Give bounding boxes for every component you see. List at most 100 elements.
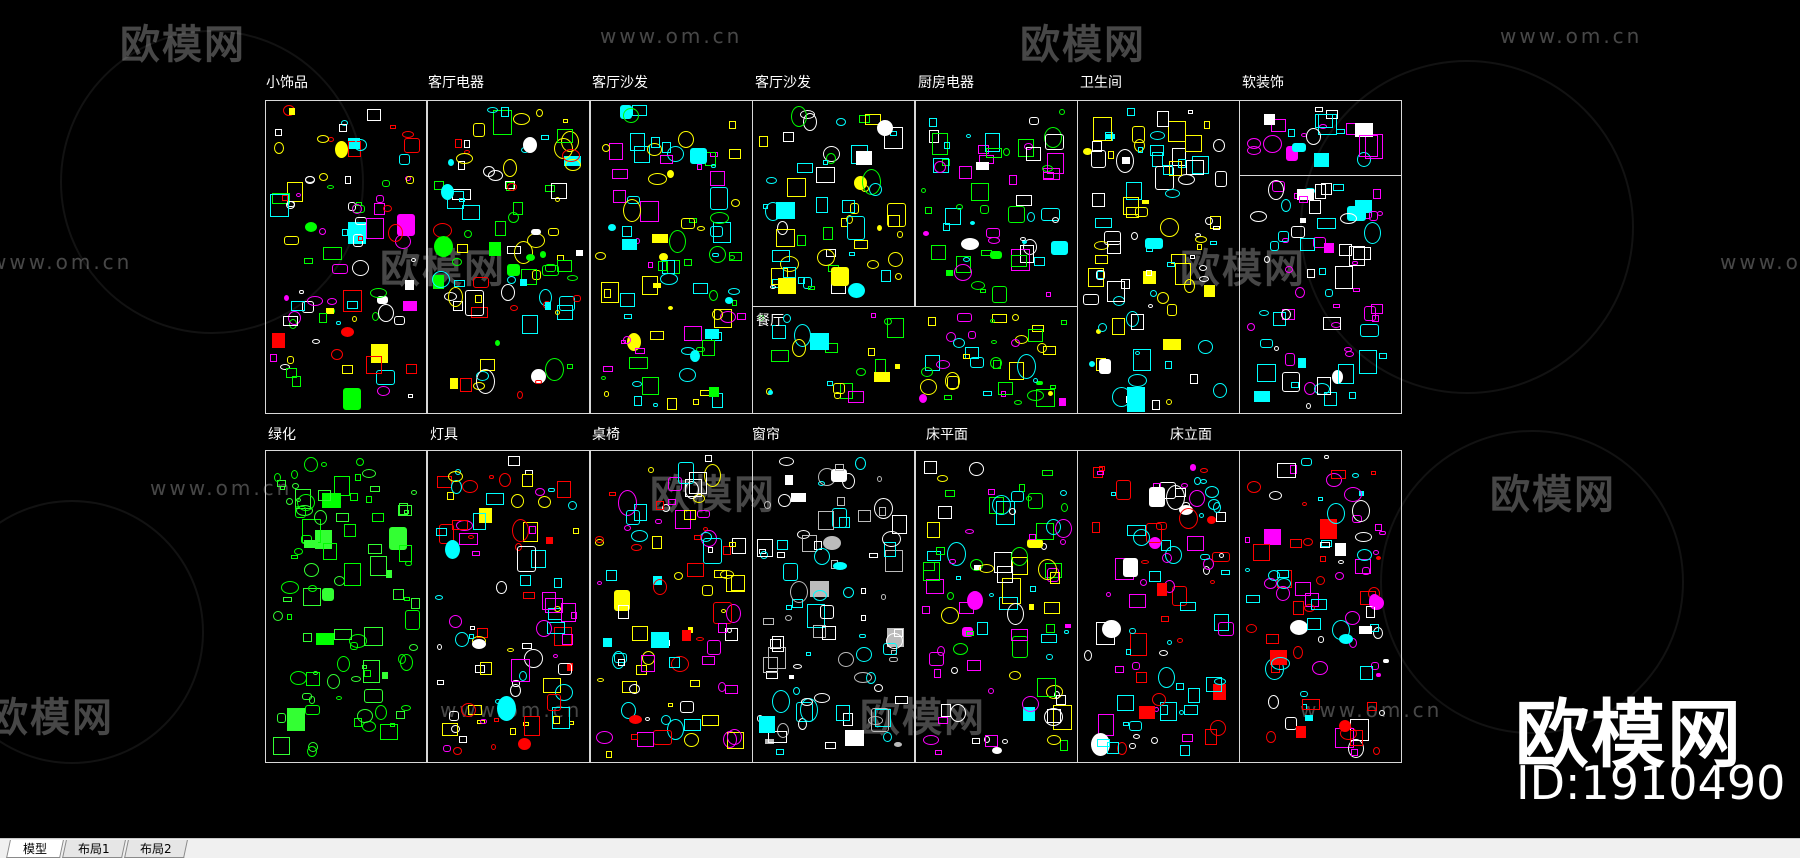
cad-block-icon [1060,490,1067,496]
cad-block-icon [783,267,796,278]
cad-block-icon [462,205,480,220]
cad-block-icon [825,742,836,749]
cad-block-icon [289,108,295,115]
cad-block-icon [1364,222,1381,244]
cad-block-icon [282,195,288,201]
cad-block-icon [517,546,536,572]
cad-block-icon [983,391,992,396]
cad-block-icon [1041,208,1060,221]
cad-block-icon [364,670,371,677]
cad-block-icon [323,247,342,260]
cad-block-icon [843,587,854,598]
cad-block-icon [977,622,988,635]
cad-block-icon [713,602,732,624]
cad-block-icon [884,127,903,149]
cad-block-icon [1333,304,1340,308]
panel-curtains[interactable] [752,450,915,763]
cad-block-icon [283,597,292,602]
cad-block-icon [304,563,319,577]
cad-block-icon [967,660,981,671]
cad-block-icon [651,632,669,648]
panel-decor[interactable] [265,100,427,414]
panel-greenery[interactable] [265,450,427,763]
cad-block-icon [792,339,806,357]
cad-block-icon [443,745,451,752]
cad-block-icon [1254,391,1270,402]
tab-model[interactable]: 模型 [6,840,64,858]
cad-block-icon [797,235,806,246]
cad-block-icon [507,264,520,276]
panel-bed-plan[interactable] [915,450,1078,763]
cad-block-icon [1335,572,1344,580]
cad-block-icon [1213,383,1227,398]
cad-block-icon [297,494,315,511]
cad-block-icon [1281,199,1291,212]
cad-block-icon [1371,471,1376,475]
cad-block-icon [848,391,864,403]
panel-dining[interactable] [752,306,1078,414]
cad-block-icon [554,627,572,646]
cad-block-icon [1268,695,1279,709]
cad-block-icon [411,258,416,262]
cad-block-icon [1305,715,1313,721]
cad-block-icon [493,110,512,135]
cad-block-icon [697,226,705,231]
panel-soft-furnishing-top[interactable] [1239,100,1402,176]
cad-block-icon [344,524,356,537]
cad-block-icon [1099,466,1105,471]
cad-block-icon [693,399,699,405]
cad-block-icon [597,678,604,682]
section-label-bathroom: 卫生间 [1080,75,1122,91]
cad-block-icon [712,309,723,320]
cad-block-icon [468,535,474,539]
panel-kitchen-appliances[interactable] [915,100,1078,307]
panel-soft-furnishing[interactable] [1239,175,1402,414]
cad-block-icon [1116,480,1131,500]
cad-block-icon [623,108,639,123]
cad-block-icon [1355,123,1373,137]
cad-block-icon [1003,148,1010,156]
cad-block-icon [631,530,648,542]
cad-block-icon [1339,244,1352,256]
cad-block-icon [1264,256,1270,263]
cad-block-icon [377,386,390,396]
cad-block-icon [376,370,395,385]
cad-block-icon [818,511,834,530]
cad-block-icon [1268,180,1284,200]
cad-block-icon [1051,241,1068,255]
cad-block-icon [1027,212,1035,222]
cad-block-icon [1379,531,1386,535]
cad-block-icon [763,618,774,625]
cad-block-icon [1150,145,1164,156]
cad-block-icon [573,528,579,534]
section-label-bed-elevation: 床立面 [1170,427,1212,443]
panel-living-sofa-1[interactable] [590,100,753,414]
cad-block-icon [277,713,286,723]
cad-block-icon [705,329,719,339]
cad-block-icon [854,240,868,249]
cad-block-icon [778,494,791,507]
panel-table-chair[interactable] [590,450,753,763]
cad-block-icon [814,548,830,565]
panel-living-sofa-2[interactable] [752,100,915,307]
cad-block-icon [284,295,289,301]
panel-lamps[interactable] [427,450,590,763]
cad-block-icon [447,191,464,209]
tab-layout-1[interactable]: 布局1 [62,840,126,858]
cad-block-icon [1161,540,1171,551]
cad-model-space[interactable]: 欧模网 欧模网 欧模网 欧模网 欧模网 欧模网 欧模网 欧模网 www.om.c… [0,0,1800,838]
watermark-logo: 欧模网 [1490,472,1616,518]
cad-block-icon [548,228,559,236]
cad-block-icon [711,332,722,341]
tab-layout-2[interactable]: 布局2 [124,840,188,858]
panel-bed-elevation[interactable] [1077,450,1240,763]
panel-bathroom[interactable] [1077,100,1240,414]
cad-block-icon [595,252,606,260]
panel-living-appliances[interactable] [427,100,590,414]
panel-bed-elevation-2[interactable] [1239,450,1402,763]
cad-block-icon [690,148,707,164]
cad-block-icon [1205,486,1219,498]
cad-block-icon [988,237,1000,244]
cad-block-icon [962,627,973,637]
cad-block-icon [822,626,836,640]
